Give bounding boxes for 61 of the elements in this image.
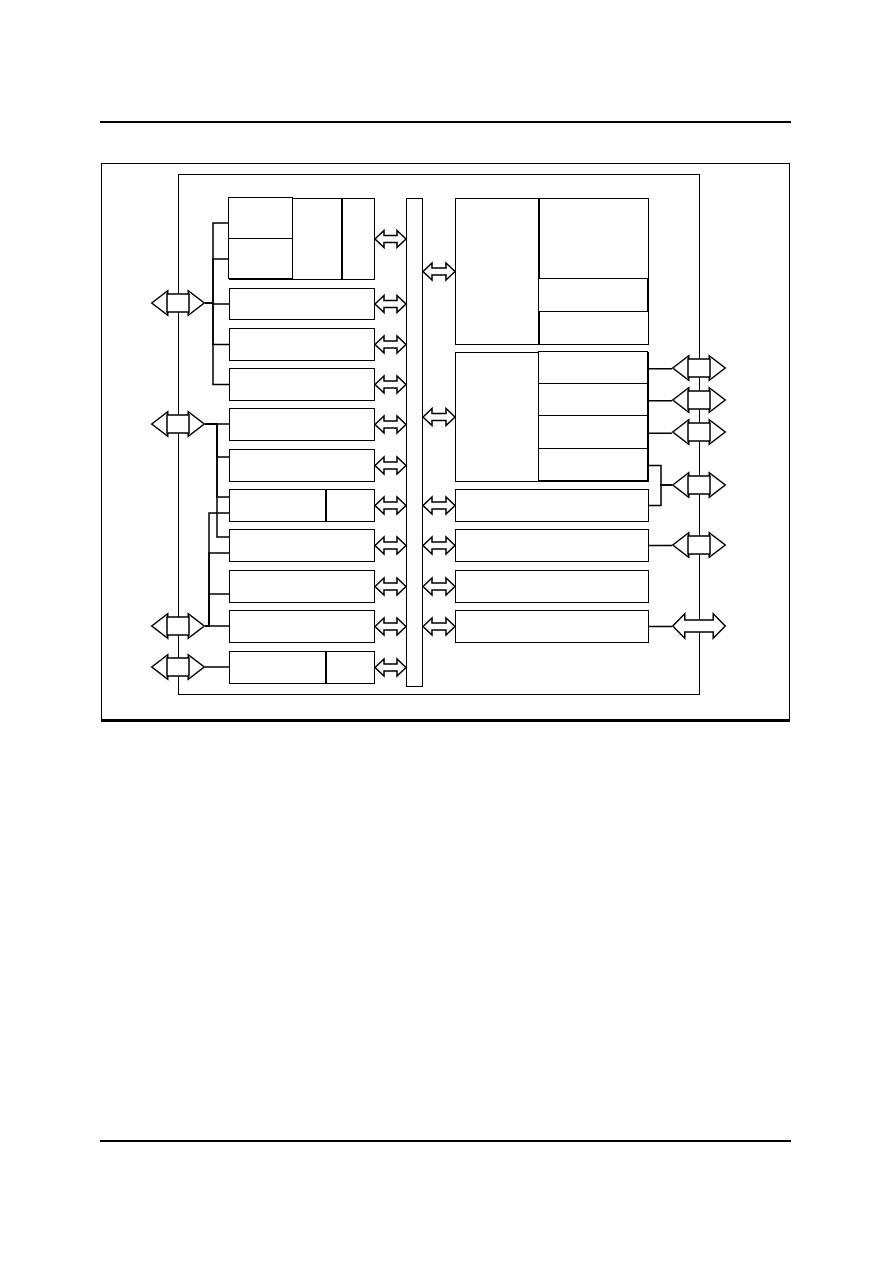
connector-line [204, 423, 230, 538]
block-box [538, 448, 648, 481]
double-arrow [421, 406, 457, 428]
block-box [538, 383, 648, 417]
port-symbol [151, 411, 205, 437]
double-arrow [373, 293, 408, 315]
double-arrow [373, 576, 408, 597]
block-box [454, 569, 649, 603]
double-arrow [373, 334, 408, 355]
block-box [228, 287, 375, 320]
double-arrow-symbol [672, 613, 726, 639]
double-arrow [373, 616, 408, 637]
port-symbol [672, 355, 726, 381]
double-arrow [421, 261, 457, 282]
double-arrow [421, 535, 457, 556]
double-arrow [373, 535, 408, 556]
port-symbol [672, 419, 726, 445]
block-box [538, 351, 648, 385]
double-arrow [373, 374, 408, 395]
block-box [228, 569, 375, 603]
block-box [538, 415, 648, 450]
port-symbol [151, 654, 205, 680]
port-symbol [672, 387, 726, 413]
block-box [228, 488, 375, 522]
block-box [228, 237, 293, 279]
connector-line [648, 400, 673, 402]
block-box [228, 197, 375, 280]
connector-line [648, 625, 673, 628]
block-box [228, 609, 375, 643]
double-arrow [421, 616, 457, 637]
block-box [228, 327, 375, 361]
double-arrow [373, 414, 408, 435]
block-box [228, 197, 293, 239]
block-box [454, 488, 649, 522]
double-arrow [373, 455, 408, 476]
block-box [454, 197, 649, 345]
bus-bar [405, 197, 423, 687]
double-arrow [421, 495, 457, 516]
double-arrow [373, 228, 408, 250]
block-box [228, 650, 375, 684]
connector-line [204, 666, 230, 668]
port-symbol [151, 613, 205, 639]
double-arrow [421, 576, 457, 597]
double-arrow [373, 657, 408, 678]
connector-line [648, 544, 673, 547]
block-box [454, 609, 649, 643]
block-box [538, 278, 648, 312]
connector-line [648, 432, 673, 434]
block-box [228, 528, 375, 562]
block-box [228, 448, 375, 482]
connector-line [648, 484, 673, 507]
connector-line [648, 368, 673, 370]
block-box [228, 407, 375, 441]
block-box [228, 367, 375, 401]
port-symbol [672, 472, 726, 498]
port-symbol [672, 532, 726, 558]
block-box [454, 528, 649, 562]
block-box [178, 174, 700, 695]
port-symbol [151, 290, 205, 316]
double-arrow [373, 495, 408, 516]
block-box [454, 351, 649, 482]
